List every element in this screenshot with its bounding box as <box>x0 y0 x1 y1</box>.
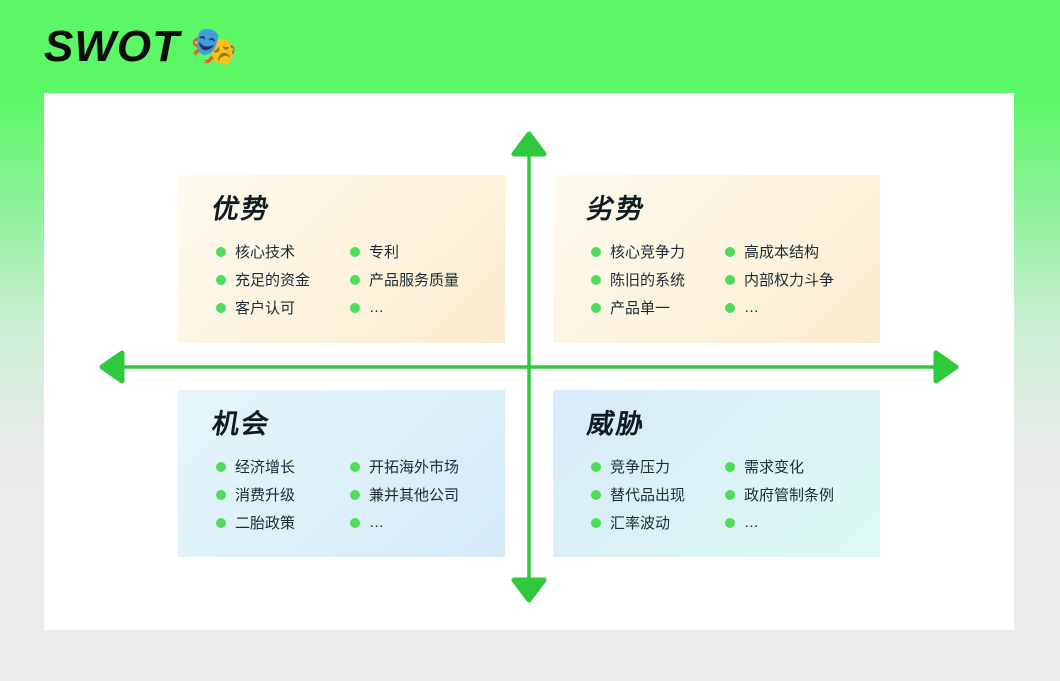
bullet-icon <box>725 274 735 285</box>
item-label: … <box>369 299 384 317</box>
list-item: 充足的资金 <box>216 266 350 294</box>
list-item: 需求变化 <box>725 453 866 481</box>
bullet-icon <box>725 517 735 528</box>
quadrant-weaknesses-title: 劣势 <box>585 194 648 224</box>
item-label: 开拓海外市场 <box>369 459 460 477</box>
item-label: 核心竞争力 <box>610 244 686 262</box>
bullet-icon <box>591 302 601 313</box>
arrow-right-icon <box>933 350 959 384</box>
quadrant-threats-title: 威胁 <box>585 409 648 439</box>
list-item: 客户认可 <box>216 294 350 322</box>
list-item: 内部权力斗争 <box>725 266 866 294</box>
list-item: … <box>350 294 491 322</box>
bullet-icon <box>216 246 226 257</box>
list-item: 兼并其他公司 <box>350 481 491 509</box>
bullet-icon <box>725 302 735 313</box>
bullet-icon <box>216 274 226 285</box>
bullet-icon <box>350 461 360 472</box>
item-label: 汇率波动 <box>610 515 671 533</box>
list-item: … <box>725 509 866 537</box>
item-label: 兼并其他公司 <box>369 487 460 505</box>
item-label: 替代品出现 <box>610 487 686 505</box>
list-item: 二胎政策 <box>216 509 350 537</box>
title-text: SWOT <box>44 21 180 71</box>
quadrant-weaknesses-list: 核心竞争力陈旧的系统产品单一 高成本结构内部权力斗争 … <box>591 238 866 322</box>
item-label: … <box>744 299 759 317</box>
bullet-icon <box>350 517 360 528</box>
bullet-icon <box>591 461 601 472</box>
item-label: 内部权力斗争 <box>744 272 835 290</box>
list-item: … <box>725 294 866 322</box>
bullet-icon <box>350 489 360 500</box>
masks-icon: 🎭 <box>189 25 239 68</box>
list-item: 汇率波动 <box>591 509 725 537</box>
bullet-icon <box>350 302 360 313</box>
bullet-icon <box>725 461 735 472</box>
item-label: 消费升级 <box>235 487 296 505</box>
list-item: 消费升级 <box>216 481 350 509</box>
bullet-icon <box>350 246 360 257</box>
arrow-up-icon <box>511 131 547 157</box>
item-label: … <box>744 514 759 532</box>
item-label: 需求变化 <box>744 459 805 477</box>
bullet-icon <box>216 517 226 528</box>
header-banner: SWOT 🎭 <box>0 0 1060 93</box>
quadrant-strengths: 优势 核心技术充足的资金客户认可 专利产品服务质量 … <box>178 175 505 343</box>
item-label: 高成本结构 <box>744 244 820 262</box>
quadrant-strengths-list: 核心技术充足的资金客户认可 专利产品服务质量 … <box>216 238 491 322</box>
list-item: 经济增长 <box>216 453 350 481</box>
list-item: 核心技术 <box>216 238 350 266</box>
quadrant-opportunities-title: 机会 <box>210 409 273 439</box>
bullet-icon <box>725 489 735 500</box>
item-label: 专利 <box>369 244 400 262</box>
item-label: 产品单一 <box>610 300 671 318</box>
item-label: 陈旧的系统 <box>610 272 686 290</box>
item-label: 竞争压力 <box>610 459 671 477</box>
item-label: 客户认可 <box>235 300 296 318</box>
page-title: SWOT 🎭 <box>44 22 238 72</box>
item-label: … <box>369 514 384 532</box>
list-item: 竞争压力 <box>591 453 725 481</box>
list-item: 政府管制条例 <box>725 481 866 509</box>
item-label: 核心技术 <box>235 244 296 262</box>
list-item: … <box>350 509 491 537</box>
bullet-icon <box>591 274 601 285</box>
list-item: 专利 <box>350 238 491 266</box>
arrow-down-icon <box>511 577 547 603</box>
bullet-icon <box>591 246 601 257</box>
quadrant-threats: 威胁 竞争压力替代品出现汇率波动 需求变化政府管制条例 … <box>553 390 880 557</box>
canvas-card: 优势 核心技术充足的资金客户认可 专利产品服务质量 … 劣势 核心竞争力陈旧的系统产… <box>44 93 1014 630</box>
arrow-left-icon <box>99 350 125 384</box>
quadrant-opportunities: 机会 经济增长消费升级二胎政策 开拓海外市场兼并其他公司 … <box>178 390 505 557</box>
bullet-icon <box>725 246 735 257</box>
list-item: 开拓海外市场 <box>350 453 491 481</box>
list-item: 替代品出现 <box>591 481 725 509</box>
quadrant-weaknesses: 劣势 核心竞争力陈旧的系统产品单一 高成本结构内部权力斗争 … <box>553 175 880 343</box>
item-label: 产品服务质量 <box>369 272 460 290</box>
quadrant-threats-list: 竞争压力替代品出现汇率波动 需求变化政府管制条例 … <box>591 453 866 537</box>
bullet-icon <box>216 489 226 500</box>
quadrant-opportunities-list: 经济增长消费升级二胎政策 开拓海外市场兼并其他公司 … <box>216 453 491 537</box>
item-label: 政府管制条例 <box>744 487 835 505</box>
bullet-icon <box>216 302 226 313</box>
list-item: 产品服务质量 <box>350 266 491 294</box>
bullet-icon <box>591 517 601 528</box>
item-label: 充足的资金 <box>235 272 311 290</box>
list-item: 产品单一 <box>591 294 725 322</box>
list-item: 高成本结构 <box>725 238 866 266</box>
item-label: 经济增长 <box>235 459 296 477</box>
item-label: 二胎政策 <box>235 515 296 533</box>
list-item: 陈旧的系统 <box>591 266 725 294</box>
bullet-icon <box>591 489 601 500</box>
bullet-icon <box>216 461 226 472</box>
quadrant-strengths-title: 优势 <box>210 194 273 224</box>
list-item: 核心竞争力 <box>591 238 725 266</box>
bullet-icon <box>350 274 360 285</box>
